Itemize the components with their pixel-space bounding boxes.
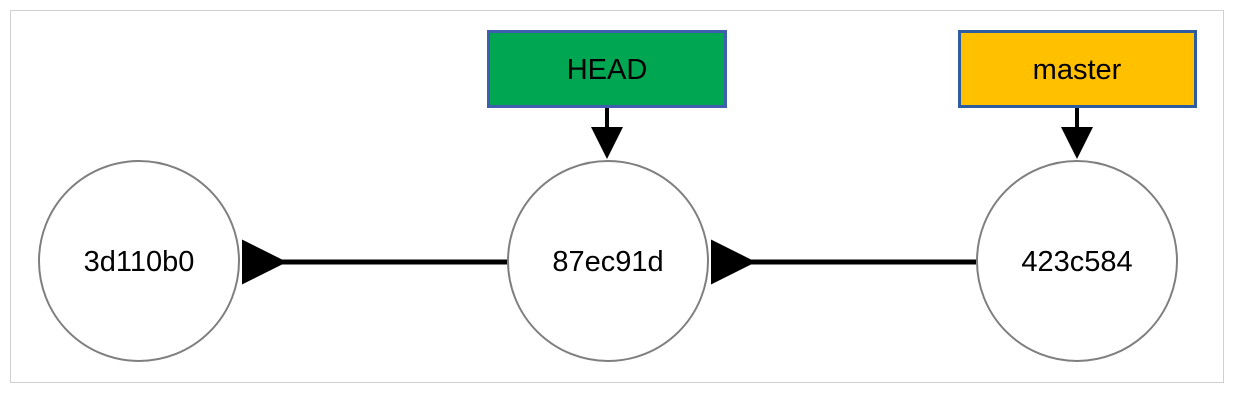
commit-circle[interactable] xyxy=(507,160,709,362)
commit-node-3d110b0[interactable]: 3d110b0 xyxy=(38,160,240,362)
commit-node-423c584[interactable]: 423c584 xyxy=(976,160,1178,362)
commit-hash-label: 87ec91d xyxy=(552,246,663,278)
ref-box-label: HEAD xyxy=(567,54,648,86)
commit-hash-label: 423c584 xyxy=(1021,246,1132,278)
ref-box-head[interactable]: HEAD xyxy=(487,30,727,108)
commit-hash-label: 3d110b0 xyxy=(84,246,195,278)
commit-circle[interactable] xyxy=(976,160,1178,362)
ref-box-label: master xyxy=(1033,54,1122,86)
commit-node-87ec91d[interactable]: 87ec91d xyxy=(507,160,709,362)
ref-box-rect[interactable] xyxy=(487,30,727,108)
ref-box-master[interactable]: master xyxy=(958,30,1197,108)
ref-box-rect[interactable] xyxy=(958,30,1197,108)
commit-circle[interactable] xyxy=(38,160,240,362)
